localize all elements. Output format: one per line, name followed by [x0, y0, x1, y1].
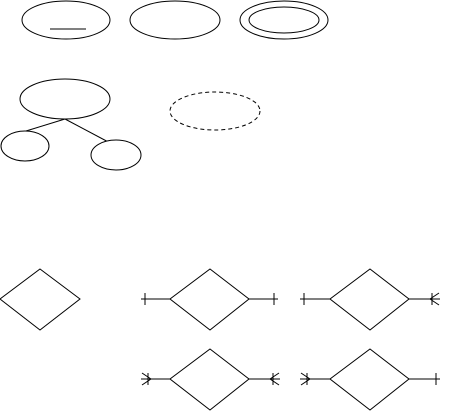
composite-parent-ellipse [19, 78, 111, 120]
key-attribute-symbol [21, 0, 111, 40]
many-to-many-right-crowfoot-upper [269, 372, 280, 380]
attribute-ellipse [129, 0, 221, 40]
one-to-many-diamond [329, 268, 410, 331]
many-to-many-diamond [169, 348, 250, 411]
relationship-many-to-many-symbol [141, 348, 280, 411]
multivalued-inner-ellipse [248, 6, 320, 34]
one-to-one-diamond [169, 268, 250, 331]
attribute-symbol [129, 0, 221, 40]
many-to-one-left-crowfoot-lower [300, 378, 311, 386]
many-to-one-left-crowfoot-upper [300, 372, 311, 380]
one-to-many-crowfoot-lower [429, 298, 440, 306]
relationship-plain-diamond [0, 268, 81, 331]
relationship-plain-symbol [0, 268, 81, 331]
relationship-one-to-one-symbol [141, 268, 278, 331]
many-to-one-diamond [329, 348, 410, 411]
many-to-many-left-crowfoot-lower [141, 378, 152, 386]
relationship-many-to-one-symbol [300, 348, 440, 411]
composite-left-branch [25, 118, 66, 132]
relationship-one-to-many-symbol [300, 268, 440, 331]
many-to-many-right-crowfoot-lower [269, 378, 280, 386]
one-to-many-crowfoot-upper [429, 292, 440, 300]
derived-attribute-ellipse [169, 91, 261, 131]
composite-child-right-ellipse [90, 139, 142, 171]
derived-attribute-symbol [169, 91, 261, 131]
composite-child-left-ellipse [0, 130, 50, 162]
multivalued-attribute-symbol [239, 0, 329, 40]
composite-attribute-symbol [0, 78, 142, 171]
many-to-many-left-crowfoot-upper [141, 372, 152, 380]
key-attribute-ellipse [21, 0, 111, 40]
composite-right-branch [64, 118, 115, 146]
